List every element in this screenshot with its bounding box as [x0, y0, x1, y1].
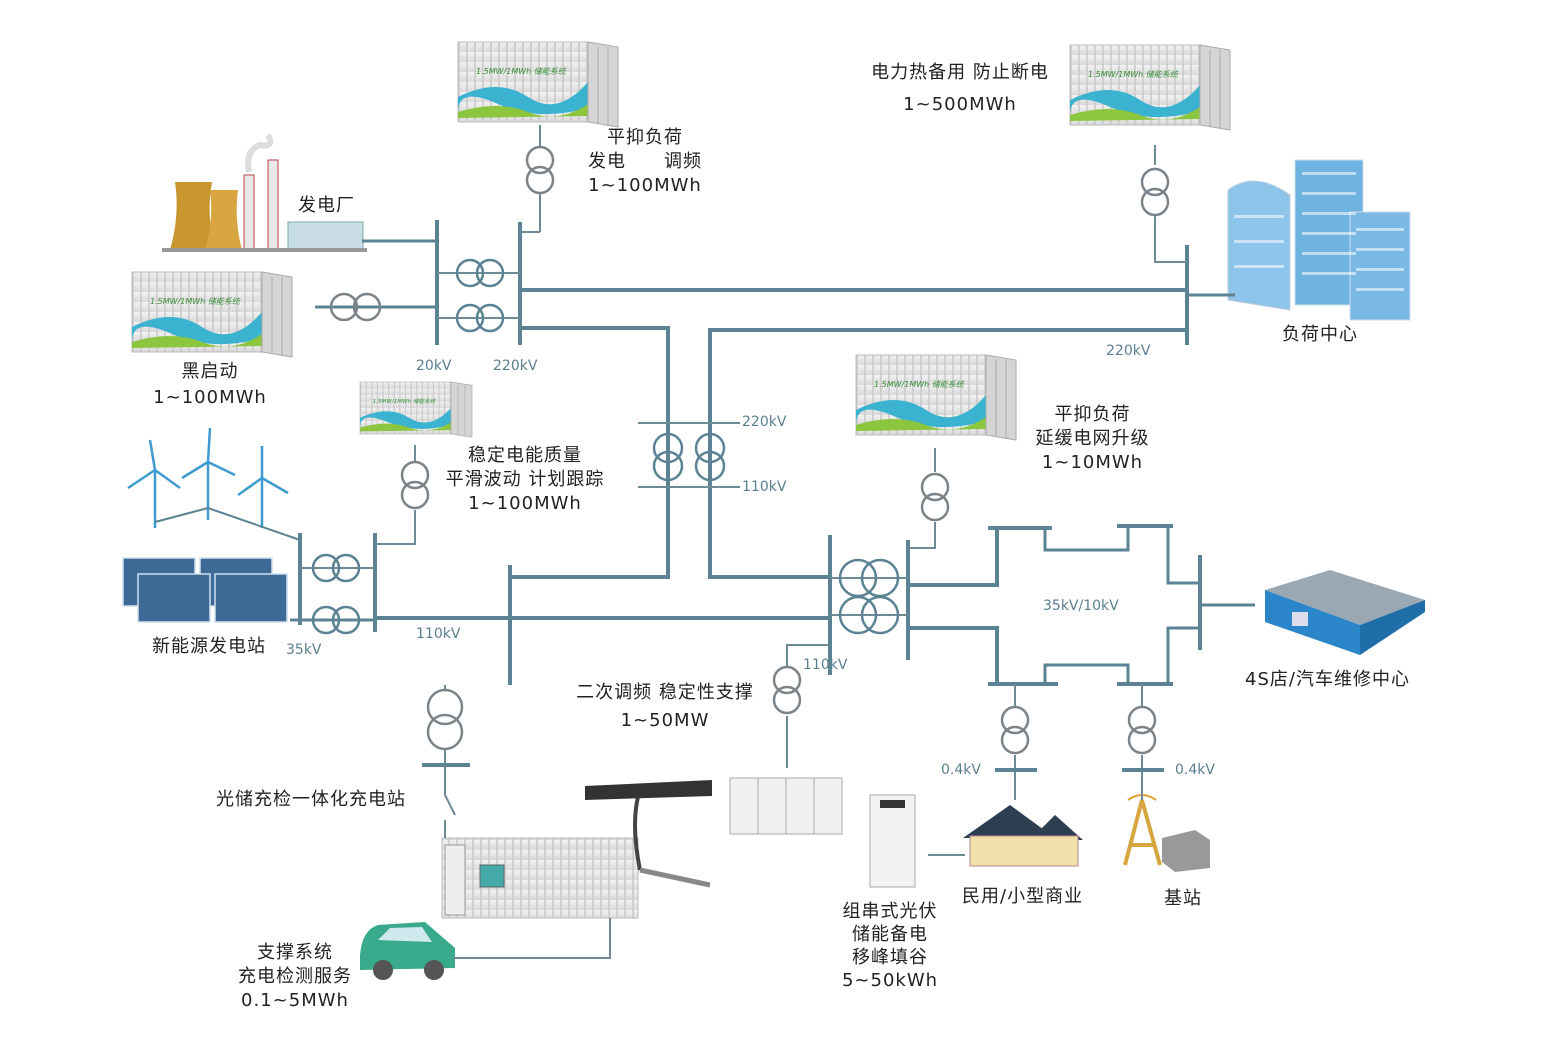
label-line: 延缓电网升级: [1035, 428, 1150, 449]
label-string-pv: 组串式光伏 储能备电 移峰填谷 5~50kWh: [835, 900, 945, 992]
container-lettering: 1.5MW/1MWh 储能系统: [373, 398, 437, 405]
label-power-quality: 稳定电能质量 平滑波动 计划跟踪 1~100MWh: [440, 444, 610, 516]
solar-panels-icon: [122, 557, 288, 623]
voltage-20kv: 20kV: [416, 358, 452, 374]
label-top-storage: 平抑负荷 发电 调频 1~100MWh: [575, 126, 715, 198]
label-line: 稳定电能质量: [468, 445, 582, 466]
label-renewable-station: 新能源发电站: [152, 636, 266, 657]
label-line: 1~500MWh: [903, 94, 1017, 115]
charging-station-icon: [441, 780, 712, 919]
electric-car-icon: [360, 922, 455, 980]
wind-turbines-icon: [127, 427, 301, 541]
label-power-plant: 发电厂: [298, 195, 355, 216]
house-icon: [963, 805, 1083, 867]
voltage-220kv-sub: 220kV: [742, 414, 787, 430]
container-lettering: 1.5MW/1MWh 储能系统: [1088, 70, 1179, 79]
label-line: 5~50kWh: [841, 970, 939, 991]
label-black-start: 黑启动 1~100MWh: [150, 360, 270, 410]
storage-container-grid-upgrade: [855, 354, 1017, 441]
label-line: 移峰填谷: [852, 947, 928, 968]
label-grid-upgrade: 平抑负荷 延缓电网升级 1~10MWh: [1025, 403, 1160, 475]
storage-container-thermal: [1069, 44, 1231, 131]
label-ev-support: 支撑系统 充电检测服务 0.1~5MWh: [230, 941, 360, 1013]
storage-container-top: [457, 41, 619, 128]
label-line: 二次调频 稳定性支撑: [576, 682, 754, 703]
label-line: 1~100MWh: [588, 175, 702, 196]
label-line: 平抑负荷: [1054, 404, 1131, 425]
label-line: 1~10MWh: [1041, 452, 1144, 473]
label-load-center: 负荷中心: [1282, 324, 1358, 345]
label-thermal-backup: 电力热备用 防止断电 1~500MWh: [860, 61, 1060, 117]
label-line: 组串式光伏: [842, 901, 938, 922]
container-lettering: 1.5MW/1MWh 储能系统: [874, 380, 965, 389]
home-battery-icon: [869, 794, 916, 888]
label-line: 黑启动: [181, 361, 239, 382]
label-auto-shop: 4S店/汽车维修中心: [1245, 669, 1410, 690]
label-line: 支撑系统: [257, 942, 333, 963]
label-line: 电力热备用 防止断电: [871, 62, 1049, 83]
label-line: 1~100MWh: [468, 493, 582, 514]
voltage-110kv-sub: 110kV: [742, 479, 787, 495]
label-line: 1~50MW: [620, 710, 710, 731]
label-line: 储能备电: [852, 924, 928, 945]
label-line: 平滑波动 计划跟踪: [445, 469, 605, 490]
label-line: 充电检测服务: [238, 966, 352, 987]
auto-shop-icon: [1265, 570, 1425, 655]
power-plant-icon: [162, 133, 367, 252]
load-center-buildings-icon: [1227, 159, 1411, 321]
label-residential: 民用/小型商业: [962, 886, 1084, 907]
storage-container-quality: 1.5MW/1MWh 储能系统: [359, 381, 473, 438]
voltage-220kv-right: 220kV: [1106, 343, 1151, 359]
voltage-220kv: 220kV: [493, 358, 538, 374]
label-secondary-frequency: 二次调频 稳定性支撑 1~50MW: [565, 681, 765, 733]
voltage-110kv-branch: 110kV: [803, 657, 848, 673]
label-line: 发电 调频: [588, 151, 702, 172]
label-line: 1~100MWh: [153, 387, 267, 408]
storage-container-black-start: [131, 271, 293, 358]
label-line: 平抑负荷: [607, 127, 683, 148]
grid-lines: [290, 125, 1255, 959]
label-line: 0.1~5MWh: [241, 990, 349, 1011]
voltage-0.4kv-residential: 0.4kV: [941, 762, 981, 778]
voltage-35kv: 35kV: [286, 642, 322, 658]
container-lettering: 1.5MW/1MWh 储能系统: [476, 67, 567, 76]
voltage-ring-35kv-10kv: 35kV/10kV: [1043, 598, 1119, 614]
container-lettering: 1.5MW/1MWh 储能系统: [150, 297, 241, 306]
base-station-tower-icon: [1123, 794, 1210, 872]
voltage-0.4kv-base-station: 0.4kV: [1175, 762, 1215, 778]
label-pv-charging-station: 光储充检一体化充电站: [216, 789, 406, 810]
transformer-icons: [311, 145, 1170, 755]
energy-storage-cabinets-icon: [729, 777, 843, 835]
label-base-station: 基站: [1164, 888, 1202, 909]
voltage-110kv-bus: 110kV: [416, 626, 461, 642]
